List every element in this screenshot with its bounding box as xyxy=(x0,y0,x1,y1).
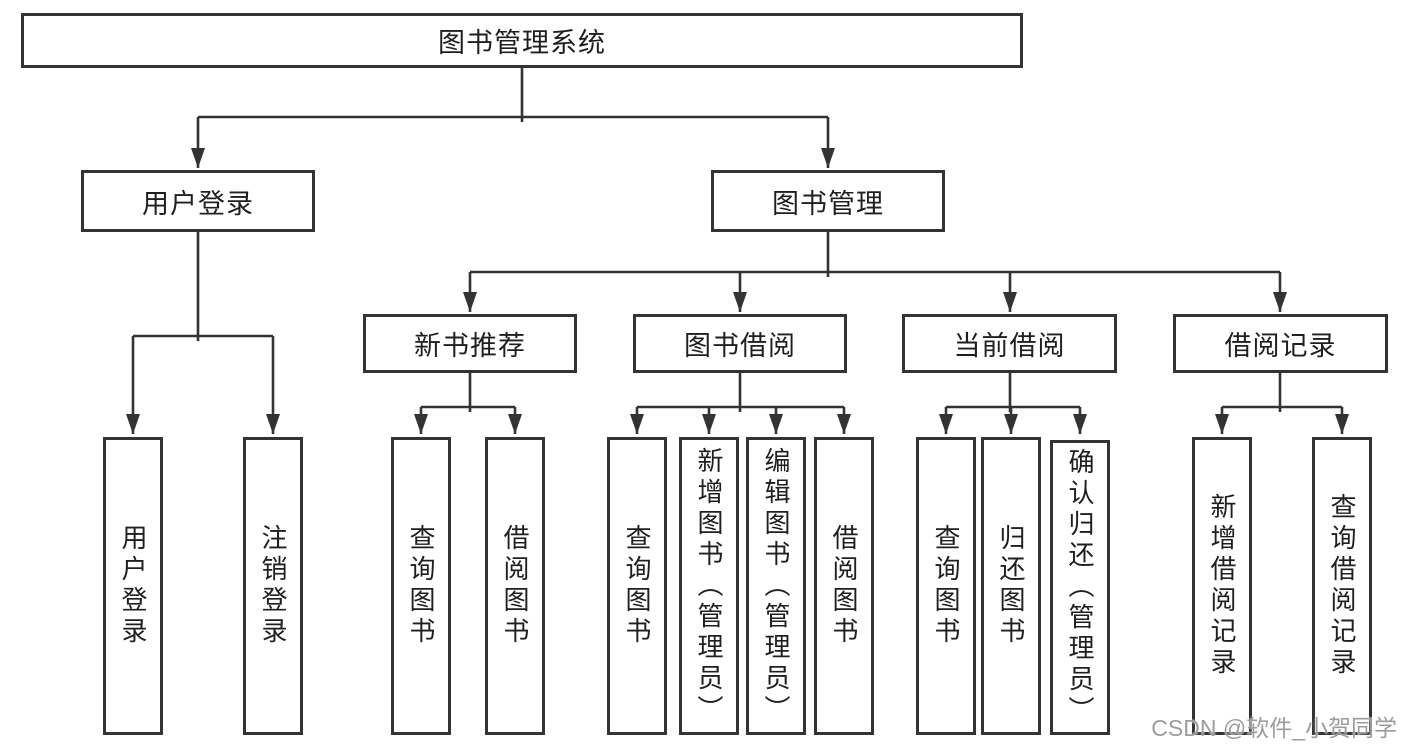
leaf-confirm-return-admin-label: 确认归还（管理员） xyxy=(1065,448,1095,727)
node-new-book-recommend-label: 新书推荐 xyxy=(414,331,526,361)
node-current-borrowing: 当前借阅 xyxy=(902,314,1117,373)
leaf-query-books-borrowing: 查询图书 xyxy=(607,437,667,735)
node-current-borrowing-label: 当前借阅 xyxy=(953,331,1066,361)
leaf-query-books-recommend: 查询图书 xyxy=(391,437,451,735)
leaf-edit-books-admin: 编辑图书（管理员） xyxy=(746,437,806,735)
leaf-borrow-books-borrowing-label: 借阅图书 xyxy=(829,524,859,648)
leaf-return-books-label: 归还图书 xyxy=(996,524,1026,648)
leaf-borrow-books-borrowing: 借阅图书 xyxy=(814,437,874,735)
leaf-user-login: 用户登录 xyxy=(103,437,163,735)
node-book-borrowing: 图书借阅 xyxy=(633,314,847,373)
node-borrowing-records: 借阅记录 xyxy=(1173,314,1388,373)
leaf-borrow-books-recommend: 借阅图书 xyxy=(485,437,545,735)
node-book-management: 图书管理 xyxy=(711,170,945,232)
node-user-login-group: 用户登录 xyxy=(81,170,315,232)
node-root: 图书管理系统 xyxy=(21,13,1023,68)
leaf-query-books-current-label: 查询图书 xyxy=(931,524,961,648)
leaf-confirm-return-admin: 确认归还（管理员） xyxy=(1050,440,1110,735)
leaf-logout: 注销登录 xyxy=(243,437,303,735)
leaf-return-books: 归还图书 xyxy=(981,437,1041,735)
leaf-add-books-admin-label: 新增图书（管理员） xyxy=(694,446,724,726)
node-root-label: 图书管理系统 xyxy=(438,28,606,58)
leaf-query-books-recommend-label: 查询图书 xyxy=(406,524,436,648)
leaf-add-books-admin: 新增图书（管理员） xyxy=(679,437,739,735)
leaf-query-books-borrowing-label: 查询图书 xyxy=(622,524,652,648)
leaf-user-login-label: 用户登录 xyxy=(118,524,148,648)
node-book-borrowing-label: 图书借阅 xyxy=(684,331,796,361)
leaf-logout-label: 注销登录 xyxy=(258,524,288,648)
leaf-add-borrow-record: 新增借阅记录 xyxy=(1192,437,1252,735)
watermark: CSDN @软件_小贺同学 xyxy=(1151,715,1397,741)
leaf-add-borrow-record-label: 新增借阅记录 xyxy=(1207,493,1237,679)
node-borrowing-records-label: 借阅记录 xyxy=(1224,331,1337,361)
node-book-management-label: 图书管理 xyxy=(772,188,884,219)
leaf-query-borrow-record: 查询借阅记录 xyxy=(1312,437,1372,735)
leaf-query-borrow-record-label: 查询借阅记录 xyxy=(1327,493,1357,679)
leaf-query-books-current: 查询图书 xyxy=(916,437,976,735)
leaf-edit-books-admin-label: 编辑图书（管理员） xyxy=(761,446,791,726)
leaf-borrow-books-recommend-label: 借阅图书 xyxy=(500,524,530,648)
node-new-book-recommend: 新书推荐 xyxy=(363,314,577,373)
node-user-login-group-label: 用户登录 xyxy=(142,188,254,219)
